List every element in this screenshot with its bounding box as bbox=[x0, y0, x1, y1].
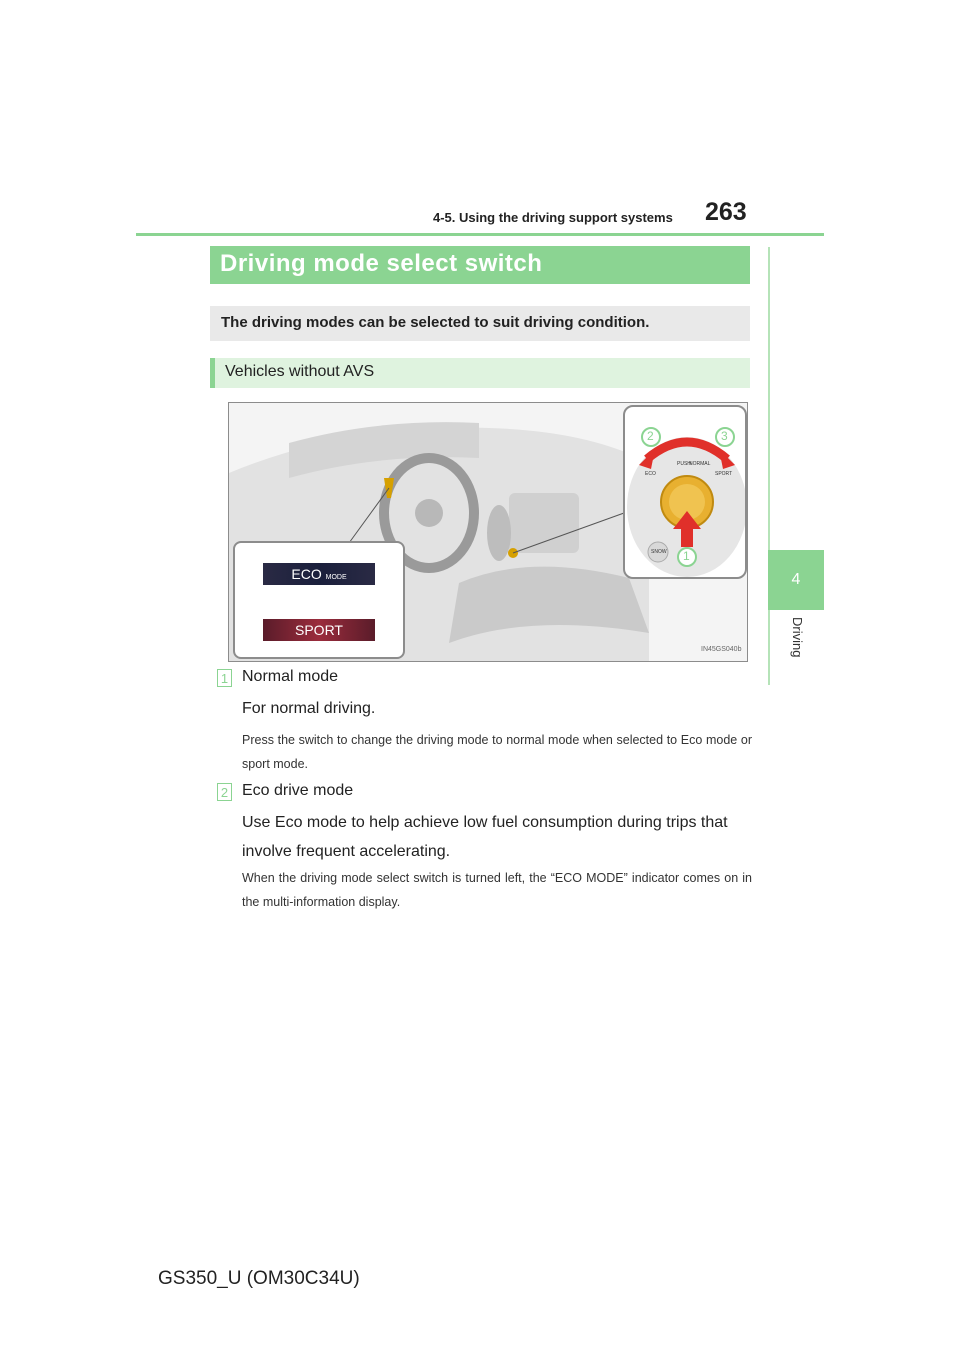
item-title-normal-mode: Normal mode bbox=[242, 668, 339, 685]
footer-model-code: GS350_U (OM30C34U) bbox=[158, 1268, 360, 1289]
callout-circle-1 bbox=[677, 547, 697, 567]
subsection-accent bbox=[210, 358, 215, 388]
switch-label-push: PUSH bbox=[677, 461, 691, 467]
item-desc-normal-mode: For normal driving. bbox=[242, 700, 376, 717]
callout-1: 1 bbox=[683, 549, 690, 563]
item-note-eco-mode: When the driving mode select switch is t… bbox=[242, 871, 752, 909]
switch-label-snow: SNOW bbox=[651, 549, 667, 555]
switch-label-sport: SPORT bbox=[715, 471, 733, 477]
intro-box: The driving modes can be selected to sui… bbox=[210, 306, 750, 341]
steering-wheel bbox=[379, 453, 479, 573]
dashboard-illustration: ECO MODE SPORT PUSH NORMAL ECO SPORT SNO… bbox=[228, 402, 748, 662]
illustration-code: IN45GS040b bbox=[701, 646, 742, 653]
callout-3: 3 bbox=[721, 429, 728, 443]
subsection-title: Vehicles without AVS bbox=[225, 363, 375, 380]
callout-2: 2 bbox=[647, 429, 654, 443]
subsection-bar: Vehicles without AVS bbox=[210, 358, 750, 388]
chapter-tab: 4 bbox=[768, 550, 824, 610]
page-number: 263 bbox=[705, 198, 747, 226]
switch-label-normal: NORMAL bbox=[689, 461, 711, 467]
center-stack bbox=[509, 493, 579, 553]
steering-hub bbox=[415, 499, 443, 527]
rotation-arrow-left-head bbox=[639, 449, 655, 469]
running-header-section: 4-5. Using the driving support systems bbox=[433, 210, 673, 225]
eco-indicator-mode-text: MODE bbox=[325, 574, 347, 581]
eco-indicator-text: ECO bbox=[291, 566, 322, 582]
item-title-eco-mode: Eco drive mode bbox=[242, 782, 354, 799]
side-rule bbox=[768, 247, 770, 685]
rotation-arrow bbox=[644, 437, 730, 463]
mode-switch-knob-center bbox=[669, 484, 705, 520]
item-desc-eco-mode: Use Eco mode to help achieve low fuel co… bbox=[242, 814, 728, 860]
gear-shifter bbox=[487, 505, 511, 561]
section-title-bar: Driving mode select switch bbox=[210, 246, 750, 284]
leader-line-switch bbox=[512, 512, 625, 554]
chapter-label: Driving bbox=[790, 617, 805, 658]
sport-indicator-text: SPORT bbox=[295, 622, 343, 638]
dash-top bbox=[289, 422, 479, 478]
intro-text: The driving modes can be selected to sui… bbox=[221, 314, 650, 331]
leader-line-meter bbox=[348, 487, 390, 544]
push-arrow bbox=[673, 511, 701, 547]
rotation-arrow-right-head bbox=[719, 449, 735, 469]
section-title: Driving mode select switch bbox=[220, 250, 543, 277]
item-note-normal-mode: Press the switch to change the driving m… bbox=[242, 733, 752, 771]
snow-button bbox=[647, 541, 669, 563]
switch-inset: PUSH NORMAL ECO SPORT SNOW 2 3 1 bbox=[623, 405, 747, 579]
callout-circle-3 bbox=[715, 427, 735, 447]
indicator-inset: ECO MODE SPORT bbox=[233, 541, 405, 659]
item-number-1: 1 bbox=[217, 669, 232, 687]
callout-circle-2 bbox=[641, 427, 661, 447]
center-console bbox=[449, 566, 649, 643]
item-number-2: 2 bbox=[217, 783, 232, 801]
header-rule bbox=[136, 233, 824, 236]
switch-label-eco: ECO bbox=[645, 471, 656, 477]
switch-drawing bbox=[627, 427, 745, 577]
eco-mode-indicator: ECO MODE bbox=[263, 563, 375, 585]
sport-mode-indicator: SPORT bbox=[263, 619, 375, 641]
